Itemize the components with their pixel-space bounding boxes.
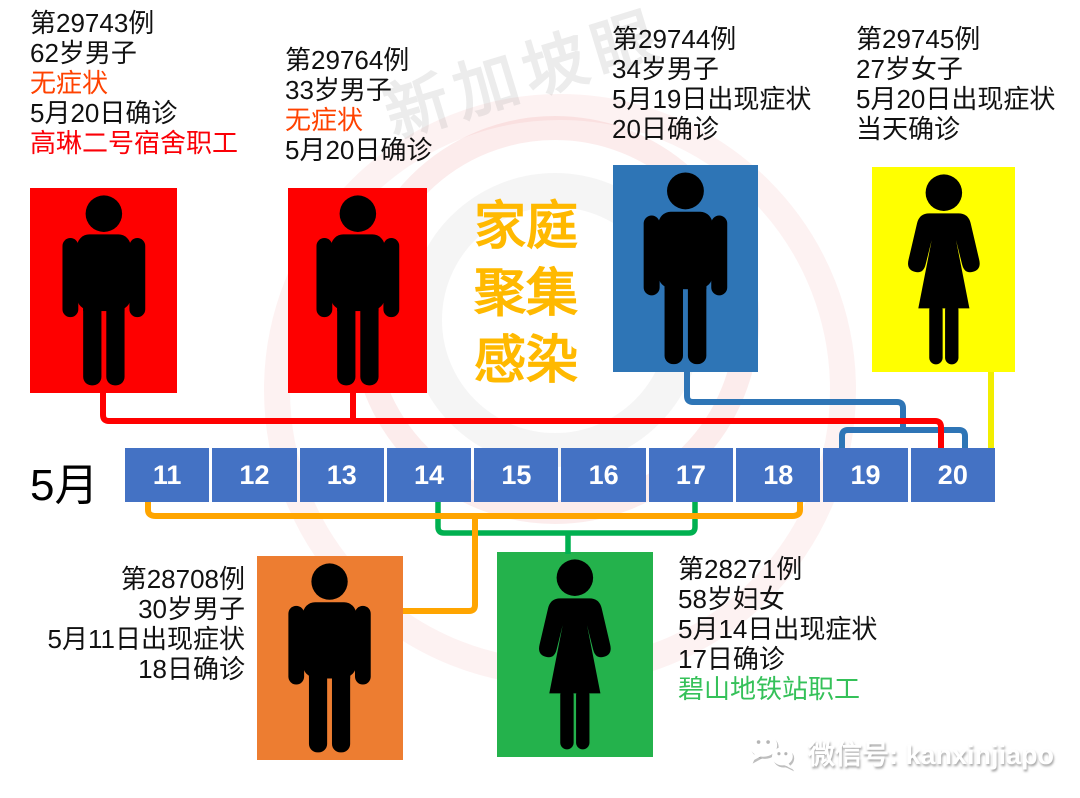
timeline-day-20: 20 [910, 448, 995, 502]
timeline-day-13: 13 [299, 448, 384, 502]
cluster-title-line: 聚集 [473, 265, 578, 323]
connector-red [100, 392, 944, 450]
timeline-day-16: 16 [561, 448, 646, 502]
case-age-sex: 58岁妇女 [678, 584, 785, 614]
case-age-sex: 33岁男子 [285, 75, 392, 105]
case-number: 第29743例 [30, 8, 155, 38]
case-confirm-date: 18日确诊 [138, 654, 245, 684]
case-note: 高琳二号宿舍职工 [30, 128, 239, 158]
case-card-29744 [613, 165, 758, 372]
case-symptom-date: 5月11日出现症状 [47, 624, 245, 654]
cluster-title-line: 感染 [473, 332, 578, 390]
wechat-icon [749, 733, 795, 772]
case-symptom-date: 5月14日出现症状 [678, 614, 878, 644]
male-figure-icon [288, 563, 372, 753]
case-card-28271 [497, 552, 653, 757]
case-confirm-date: 当天确诊 [856, 114, 961, 144]
timeline-day-17: 17 [648, 448, 734, 502]
timeline-day-15: 15 [474, 448, 559, 502]
case-text-29744: 第29744例 34岁男子 5月19日出现症状 20日确诊 [612, 24, 811, 144]
male-figure-icon [643, 172, 728, 365]
case-status: 无症状 [30, 68, 109, 98]
timeline-day-18: 18 [736, 448, 821, 502]
case-confirm-date: 17日确诊 [678, 644, 785, 674]
timeline: 11 12 13 14 15 16 17 18 19 20 [125, 448, 995, 502]
case-age-sex: 34岁男子 [612, 54, 719, 84]
timeline-day-19: 19 [823, 448, 908, 502]
case-number: 第28708例 [120, 564, 245, 594]
case-symptom-date: 5月20日出现症状 [856, 84, 1056, 114]
case-text-28708: 第28708例 30岁男子 5月11日出现症状 18日确诊 [48, 564, 245, 684]
case-card-28708 [257, 556, 403, 760]
cluster-title-line: 家庭 [473, 198, 578, 256]
case-confirm-date: 20日确诊 [612, 114, 719, 144]
wechat-id-text: 微信号: kanxinjiapo [808, 739, 1055, 770]
case-number: 第28271例 [678, 554, 803, 584]
timeline-day-14: 14 [386, 448, 472, 502]
case-card-29764 [288, 188, 427, 393]
case-age-sex: 27岁女子 [856, 54, 963, 84]
connector-green [435, 498, 698, 554]
case-symptom-date: 5月19日出现症状 [612, 84, 812, 114]
timeline-day-12: 12 [212, 448, 297, 502]
case-number: 第29745例 [856, 24, 981, 54]
wechat-watermark: 微信号: kanxinjiapo [746, 730, 1054, 774]
case-confirm-date: 5月20日确诊 [30, 98, 178, 128]
cluster-title: 家庭 聚集 感染 [452, 194, 600, 395]
case-text-29745: 第29745例 27岁女子 5月20日出现症状 当天确诊 [856, 24, 1055, 144]
female-figure-icon [539, 559, 611, 750]
case-number: 第29744例 [612, 24, 737, 54]
female-figure-icon [907, 174, 980, 365]
case-text-29764: 第29764例 33岁男子 无症状 5月20日确诊 [285, 45, 432, 165]
case-status: 无症状 [285, 105, 364, 135]
male-figure-icon [62, 195, 145, 386]
case-text-28271: 第28271例 58岁妇女 5月14日出现症状 17日确诊 碧山地铁站职工 [678, 554, 877, 704]
case-card-29743 [30, 188, 177, 393]
case-note: 碧山地铁站职工 [678, 674, 861, 704]
male-figure-icon [316, 195, 399, 386]
case-age-sex: 30岁男子 [138, 594, 245, 624]
case-number: 第29764例 [285, 45, 410, 75]
timeline-day-11: 11 [125, 448, 210, 502]
case-card-29745 [872, 167, 1015, 372]
case-confirm-date: 5月20日确诊 [285, 135, 433, 165]
case-age-sex: 62岁男子 [30, 38, 137, 68]
timeline-month-label: 5月 [30, 461, 99, 510]
connector-blue [684, 372, 968, 450]
case-text-29743: 第29743例 62岁男子 无症状 5月20日确诊 高琳二号宿舍职工 [30, 8, 238, 158]
